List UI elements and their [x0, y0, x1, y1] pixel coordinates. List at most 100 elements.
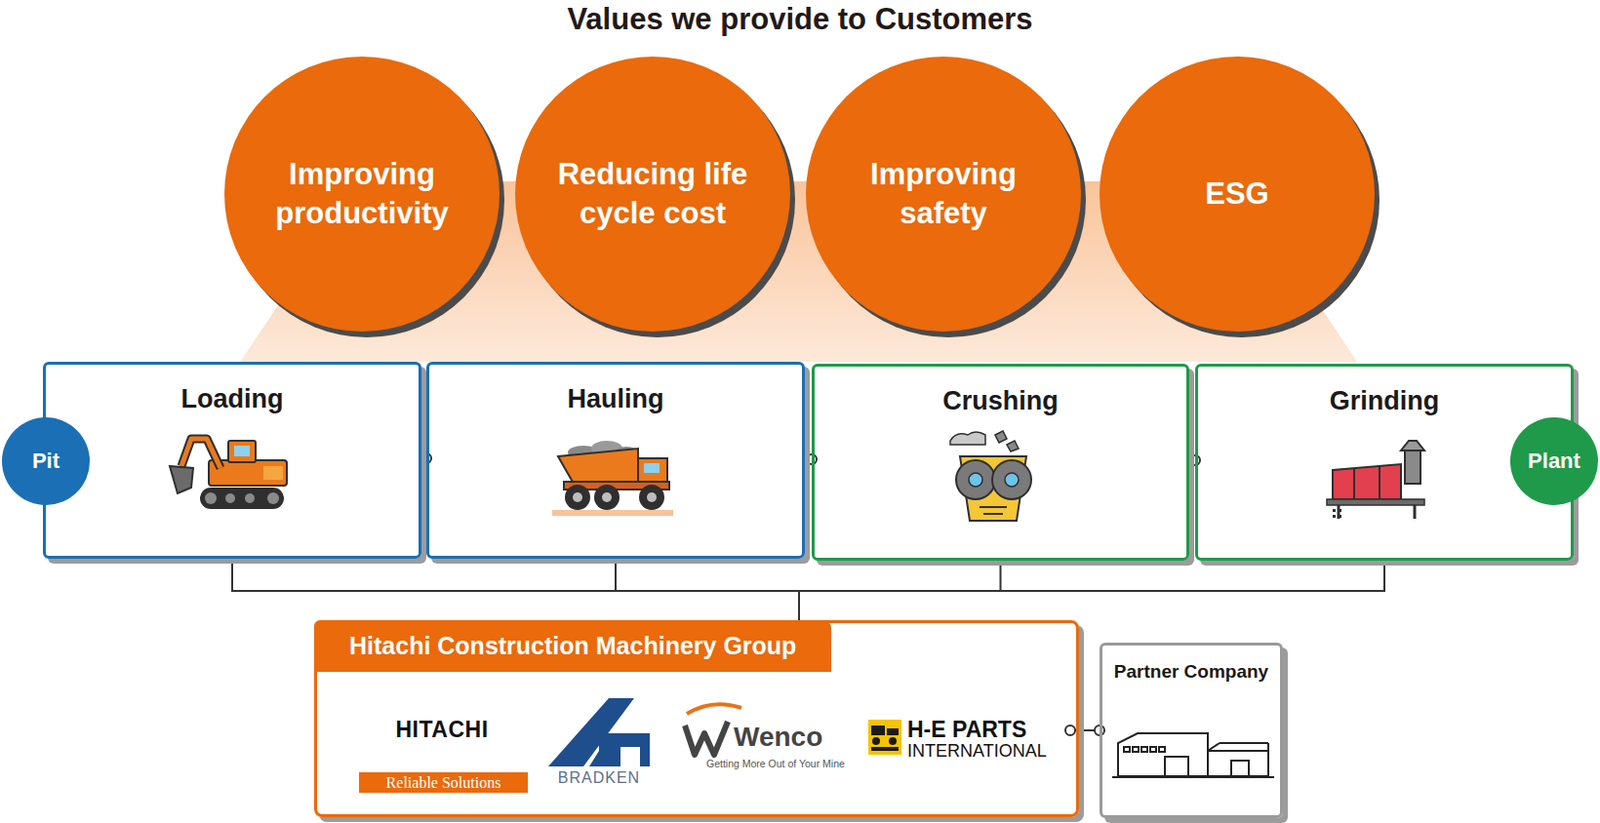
excavator-icon-part: [181, 439, 221, 469]
value-circle: Reducing life cycle cost: [515, 56, 791, 332]
crusher-icon-part: [995, 431, 1007, 443]
crusher-icon-part: [950, 432, 986, 445]
node-heading: Grinding: [1198, 386, 1571, 417]
value-circle: Improving safety: [805, 56, 1081, 332]
node-heading: Improving productivity: [246, 155, 478, 233]
grinding-mill-icon: [1326, 440, 1425, 520]
connector-line: [232, 559, 800, 621]
grinding-mill-icon-part: [1353, 468, 1356, 500]
building-icon-part: [1164, 757, 1189, 777]
excavator-icon-part: [244, 493, 255, 504]
plant-circle: Plant: [1510, 417, 1599, 506]
building-icon-part: [1112, 776, 1275, 779]
crusher-icon-part: [992, 460, 1032, 500]
grinding-mill-icon-part: [1400, 440, 1425, 451]
process-box: Loading: [42, 361, 422, 560]
grinding-mill-icon-part: [1332, 509, 1342, 519]
building-icon-part: [1219, 742, 1269, 745]
brand-tagline: Getting More Out of Your Mine: [706, 758, 845, 770]
crusher-icon-part: [956, 460, 996, 500]
brand-name: BRADKEN: [542, 769, 656, 788]
excavator-icon-part: [234, 445, 250, 457]
building-window: [1141, 747, 1148, 753]
grinding-mill-icon-part: [1378, 466, 1381, 500]
diagram-title: Values we provide to Customers: [0, 1, 1600, 38]
building-window: [1123, 747, 1130, 753]
ore-dot: [1338, 509, 1342, 513]
node-heading: Pit: [32, 448, 60, 475]
he-parts-logo-part: [871, 725, 885, 736]
value-circle: ESG: [1099, 56, 1375, 332]
building-icon: [1112, 733, 1275, 778]
excavator-icon: [169, 439, 287, 510]
wenco-logo-part: [686, 704, 742, 715]
grinding-mill-icon-part: [1332, 464, 1401, 500]
brand-name: HITACHI: [368, 717, 516, 744]
excavator-icon-part: [225, 493, 236, 504]
crusher-icon-part: [968, 473, 983, 487]
haul-truck-icon-part: [646, 492, 657, 503]
excavator-icon-part: [169, 466, 194, 494]
node-heading: ESG: [1121, 174, 1353, 214]
grinding-mill-icon-part: [1404, 450, 1421, 484]
haul-truck-icon: [552, 440, 674, 517]
building-window: [1132, 747, 1139, 753]
node-heading: Partner Company: [1108, 661, 1275, 683]
connector-line: [615, 559, 800, 621]
crusher-icon-part: [979, 506, 1007, 509]
brand-name: H-E PARTS: [907, 717, 1027, 744]
connector-dot: [1065, 725, 1076, 736]
building-icon-part: [1123, 747, 1165, 753]
node-heading: Improving safety: [828, 155, 1059, 233]
building-icon-part: [1267, 743, 1270, 752]
excavator-icon-part: [267, 492, 280, 505]
excavator-icon-part: [204, 492, 217, 505]
he-parts-logo-part: [886, 728, 899, 736]
haul-truck-icon-part: [564, 484, 591, 511]
building-icon-part: [1207, 751, 1269, 777]
building-icon-part: [1231, 760, 1249, 777]
haul-truck-icon-part: [638, 458, 668, 484]
wenco-logo-part: [684, 721, 728, 756]
excavator-icon-part: [181, 439, 221, 469]
he-parts-logo-part: [888, 737, 897, 746]
bradken-logo-part: [589, 733, 650, 767]
brand-name: Wenco: [733, 721, 823, 754]
he-parts-logo-part: [871, 747, 899, 752]
haul-truck-icon-part: [558, 448, 639, 484]
value-circle: Improving productivity: [224, 56, 500, 332]
crusher-icon: [950, 431, 1032, 521]
brand-tagline: Reliable Solutions: [359, 772, 528, 794]
grinding-mill-icon-part: [1413, 505, 1417, 520]
excavator-icon-part: [200, 487, 284, 510]
building-icon-part: [1118, 733, 1208, 777]
excavator-icon-part: [228, 440, 256, 463]
node-heading: Hitachi Construction Machinery Group: [314, 620, 832, 673]
he-parts-logo-part: [868, 720, 902, 756]
ore-dot: [1338, 515, 1342, 519]
excavator-icon-part: [263, 466, 283, 480]
process-box: Crushing: [811, 363, 1190, 561]
partner-box: Partner Company: [1099, 642, 1283, 819]
haul-truck-icon-part: [552, 510, 674, 517]
building-window: [1159, 747, 1165, 753]
haul-truck-icon-part: [594, 484, 620, 511]
pit-circle: Pit: [1, 417, 90, 506]
building-icon-part: [1207, 743, 1220, 752]
node-heading: Plant: [1527, 448, 1581, 475]
node-heading: Crushing: [814, 386, 1187, 417]
brand-name: INTERNATIONAL: [907, 741, 1047, 762]
haul-truck-icon-part: [572, 492, 583, 503]
haul-truck-icon-part: [643, 463, 660, 474]
crusher-icon-part: [1004, 473, 1019, 487]
crusher-icon-part: [1006, 440, 1019, 452]
process-box: Hauling: [426, 361, 805, 560]
node-heading: Reducing life cycle cost: [537, 155, 768, 233]
haul-truck-icon-part: [639, 484, 665, 511]
ore-dot: [1332, 515, 1336, 519]
bradken-logo: [548, 698, 650, 767]
he-parts-logo: [868, 720, 902, 756]
haul-truck-icon-part: [601, 492, 612, 503]
grinding-mill-icon-part: [1326, 499, 1425, 506]
wenco-logo: [684, 704, 742, 756]
